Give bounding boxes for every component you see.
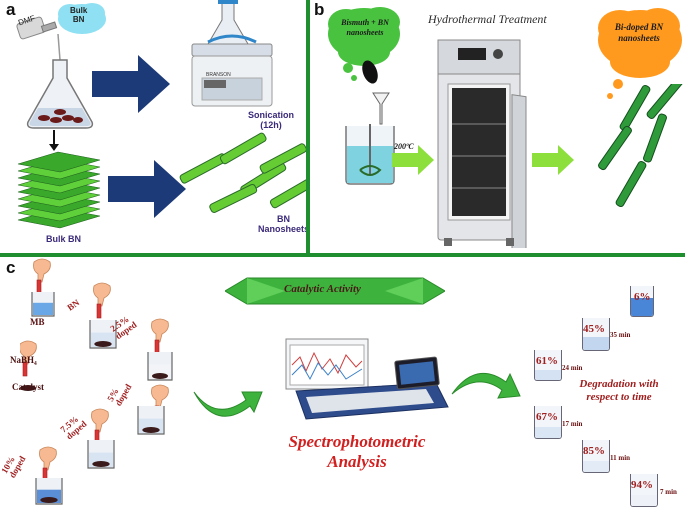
- spectrophotometer-icon: [285, 338, 449, 420]
- panel-divider-vertical: [306, 0, 310, 254]
- output-arrow-icon: [532, 145, 574, 175]
- black-drop-icon: [362, 60, 378, 84]
- bulk-bn-cloud-label: Bulk BN: [70, 6, 88, 24]
- result-pct-67: 67%: [536, 411, 558, 423]
- process-arrow-top-icon: [92, 55, 170, 113]
- sonicator-icon: [191, 0, 273, 107]
- panel-a-letter: a: [6, 0, 16, 19]
- sample-prep-illustration: [20, 258, 173, 505]
- result-pct-94: 94%: [631, 479, 653, 491]
- bismuth-cloud-label: Bismuth + BN nanosheets: [341, 18, 389, 37]
- bn-nanosheets-label: BN Nanosheets: [258, 214, 310, 234]
- spectrophotometric-analysis-label: Spectrophotometric Analysis: [288, 432, 426, 471]
- curved-arrow-right-icon: [451, 372, 521, 399]
- bi-doped-nanosheets-icon: [598, 84, 684, 208]
- down-arrow-icon: [49, 130, 59, 151]
- funnel-icon: [372, 92, 390, 125]
- bulk-bn-label: Bulk BN: [46, 234, 82, 244]
- curved-arrow-left-icon: [193, 391, 263, 417]
- temperature-label: 200ºC: [394, 142, 414, 151]
- panel-divider-horizontal: [0, 253, 685, 257]
- bi-doped-cloud-label: Bi-doped BN nanosheets: [614, 22, 664, 43]
- bulk-bn-cloud-icon: [58, 3, 106, 34]
- degradation-label: Degradation with respect to time: [579, 378, 659, 403]
- hydrothermal-title: Hydrothermal Treatment: [428, 12, 547, 26]
- beaker-stir-icon: [345, 124, 395, 185]
- flask-icon: [26, 33, 94, 129]
- result-beaker-85: [582, 440, 610, 473]
- heat-arrow-icon: [392, 145, 434, 175]
- result-time-85: 11 min: [610, 454, 631, 462]
- result-time-45: 35 min: [610, 331, 631, 339]
- result-time-61: 24 min: [562, 364, 583, 372]
- oven-icon: [437, 39, 527, 248]
- result-beaker-6: [630, 286, 654, 317]
- panel-b-letter: b: [314, 0, 325, 19]
- nabh4-label: NaBH₄: [10, 355, 37, 365]
- bulk-bn-stack-icon: [17, 151, 101, 229]
- process-arrow-bottom-icon: [108, 160, 186, 218]
- bn-nanosheets-icon: [179, 132, 308, 213]
- catalytic-activity-label: Catalytic Activity: [284, 283, 361, 295]
- dmf-bottle-icon: [16, 16, 58, 40]
- result-time-67: 17 min: [562, 420, 583, 428]
- result-time-94: 7 min: [660, 488, 677, 496]
- bismuth-cloud-icon: [328, 7, 400, 81]
- sonicator-brand: BRANSON: [206, 72, 231, 78]
- sonication-label: Sonication (12h): [248, 110, 295, 130]
- result-beaker-45: [582, 318, 610, 351]
- result-pct-6: 6%: [634, 291, 651, 303]
- result-pct-85: 85%: [583, 445, 605, 457]
- result-beaker-61: [534, 350, 562, 381]
- result-pct-61: 61%: [536, 355, 558, 367]
- catalytic-banner-icon: [225, 277, 445, 305]
- catalyst-label: Catalyst: [12, 382, 44, 392]
- mb-label: MB: [30, 317, 45, 327]
- result-pct-45: 45%: [583, 323, 605, 335]
- bi-doped-cloud-icon: [598, 8, 682, 99]
- result-beaker-67: [534, 406, 562, 439]
- panel-c-letter: c: [6, 258, 16, 277]
- result-beaker-94: [630, 474, 658, 507]
